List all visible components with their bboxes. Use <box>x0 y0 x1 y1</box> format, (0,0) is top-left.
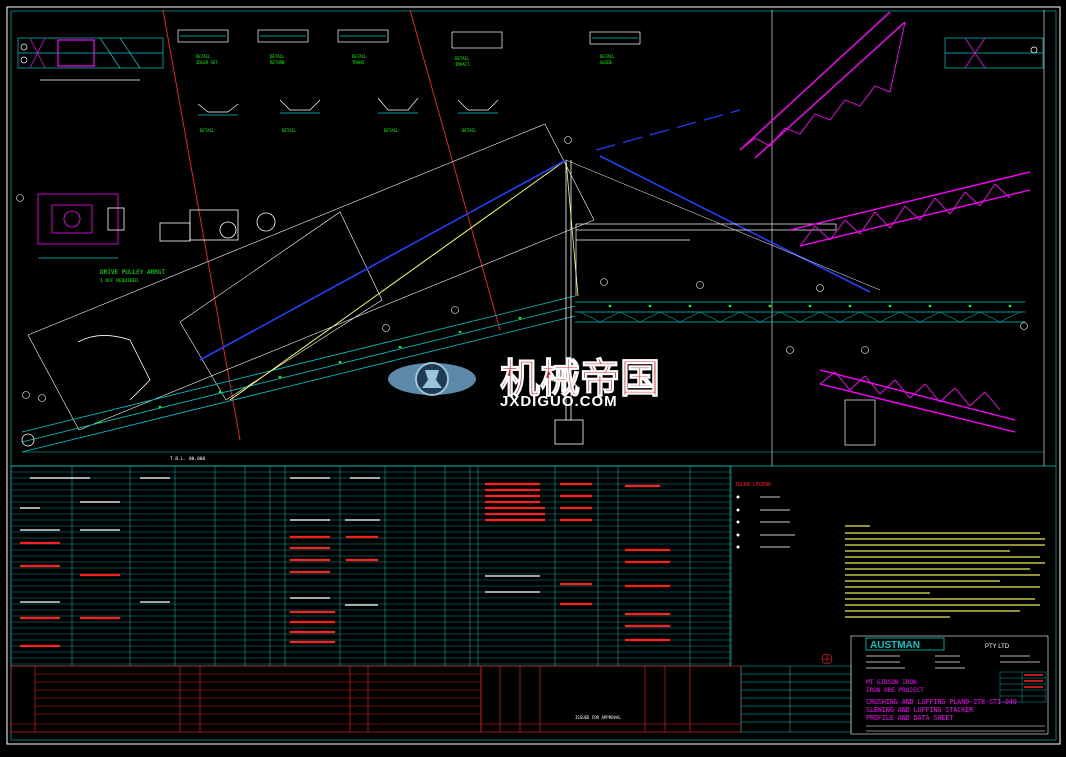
revision-rows <box>11 673 481 725</box>
revision-note: ISSUED FOR APPROVAL <box>575 715 621 720</box>
general-notes <box>845 525 1045 618</box>
svg-text:GUIDE: GUIDE <box>600 60 613 65</box>
drawing-title-1: CRUSHING AND LUFFING PLAN0-278-ST1-040 <box>866 698 1017 706</box>
drawing-number: 0-278-ST1-040 <box>965 698 1017 706</box>
boom-position-high <box>739 11 906 159</box>
yellow-stay <box>229 159 567 401</box>
mast <box>554 160 584 445</box>
drive-pulley-arrangement <box>37 193 276 259</box>
project-name: IRON ORE PROJECT <box>866 687 924 694</box>
title-block <box>850 635 1049 735</box>
north-arrow-icon <box>821 653 833 665</box>
truss-horizontal <box>579 311 1021 323</box>
drive-pulley-sublabel: 1 OFF REQUIRED <box>100 278 138 284</box>
svg-text:IDLER SET: IDLER SET <box>196 60 218 65</box>
feed-chute <box>77 335 151 401</box>
revision-table-small <box>999 671 1047 703</box>
approvals-block <box>740 665 852 733</box>
client-name: MT GIBSON IRON <box>866 679 917 686</box>
table-row-lines <box>11 471 731 665</box>
svg-text:DETAIL: DETAIL <box>352 54 367 59</box>
drawing-title-3: PROFILE AND DATA SHEET <box>866 714 953 722</box>
idler-legend-title: IDLER LEGEND <box>735 482 771 488</box>
envelope-outline <box>27 123 595 431</box>
idler-dots <box>98 304 1012 424</box>
blue-stay-3 <box>595 109 741 151</box>
svg-text:DETAIL: DETAIL <box>270 54 285 59</box>
trough-idlers <box>197 97 499 116</box>
svg-text:DETAIL: DETAIL <box>282 128 297 133</box>
drive-pulley-label: DRIVE PULLEY ARRGT <box>100 269 165 276</box>
company-name: AUSTMAN <box>870 640 920 651</box>
ground-label: T.B.L. 00.000 <box>170 456 206 462</box>
idler-legend <box>736 495 740 549</box>
drawing-title-2: SLEWING AND LUFFING STACKER <box>866 706 973 714</box>
svg-text:DETAIL: DETAIL <box>455 56 470 61</box>
watermark-logo <box>388 362 476 396</box>
trough-labels: DETAIL DETAIL DETAIL DETAIL <box>200 128 477 133</box>
drawing-border <box>6 6 1061 745</box>
idler-details-row1 <box>177 29 641 49</box>
company-suffix: PTY LTD <box>985 644 1010 650</box>
watermark-cn: 机械帝国 <box>500 357 660 401</box>
blue-stay <box>199 159 567 361</box>
svg-text:DETAIL: DETAIL <box>196 54 211 59</box>
svg-text:DETAIL: DETAIL <box>462 128 477 133</box>
drawing-title-1-text: CRUSHING AND LUFFING PLAN <box>866 698 965 706</box>
svg-text:DETAIL: DETAIL <box>600 54 615 59</box>
company-address <box>866 655 1040 669</box>
tail-pulley <box>21 433 35 447</box>
revision-block-2 <box>480 665 742 733</box>
boom-position-mid <box>789 171 1031 247</box>
watermark-en: JXDIGUO.COM <box>500 393 618 410</box>
table-red-entries <box>20 482 670 648</box>
top-left-plan-detail <box>17 37 164 81</box>
table-white-entries <box>20 477 540 606</box>
top-right-plan-detail <box>944 37 1044 69</box>
red-guides <box>162 9 501 441</box>
svg-text:IMPACT: IMPACT <box>455 62 470 67</box>
svg-text:DETAIL: DETAIL <box>200 128 215 133</box>
svg-text:DETAIL: DETAIL <box>384 128 399 133</box>
counterweight <box>575 223 876 446</box>
boom-position-low <box>819 369 1016 433</box>
svg-text:TRANS: TRANS <box>352 60 365 65</box>
svg-text:RETURN: RETURN <box>270 60 285 65</box>
data-table-grid <box>10 465 732 667</box>
callout-balloons <box>16 136 1028 402</box>
